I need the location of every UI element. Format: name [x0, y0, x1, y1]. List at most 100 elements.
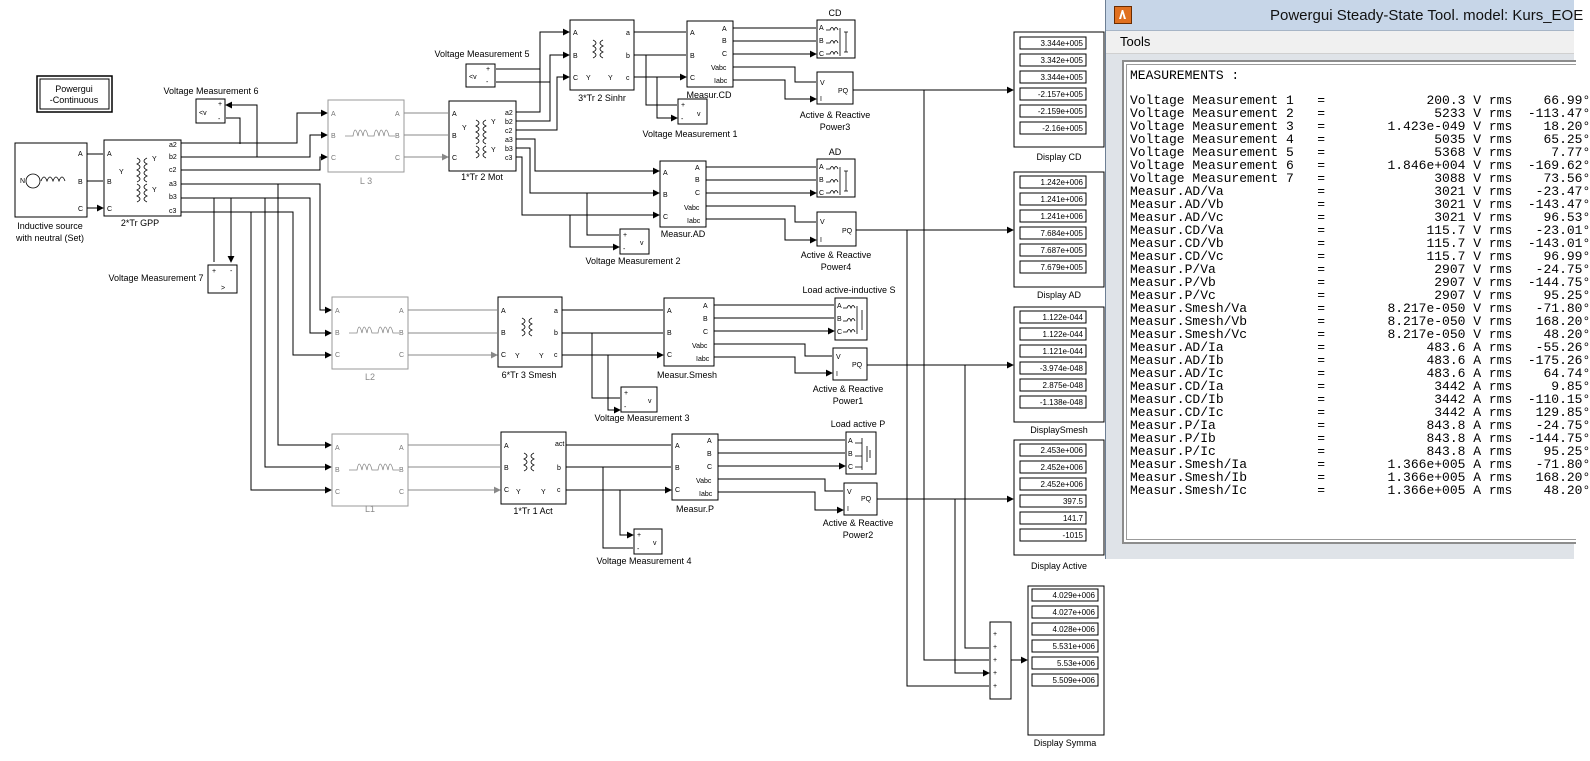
svg-text:B: B — [501, 330, 506, 337]
svg-text:Y: Y — [491, 147, 496, 154]
measurements-pane[interactable]: MEASUREMENTS : Voltage Measurement 1 = 2… — [1122, 60, 1590, 544]
voltage-measurement-7[interactable]: + - > — [207, 264, 238, 294]
simulink-diagram[interactable]: Powergui -Continuous N A B C Inductive s… — [0, 0, 1105, 761]
svg-text:+: + — [993, 657, 997, 664]
svg-text:B: B — [848, 451, 853, 458]
svg-text:C: C — [78, 206, 83, 213]
voltage-measurement-3[interactable]: +- v — [620, 386, 658, 413]
svg-text:B: B — [399, 330, 404, 337]
source-label-2: with neutral (Set) — [15, 233, 84, 243]
svg-text:+: + — [993, 670, 997, 677]
measurement-row: Measur.CD/Ic = 3442 A rms 129.85° — [1130, 405, 1590, 420]
menu-tools[interactable]: Tools — [1120, 34, 1151, 49]
tr-act-label: 1*Tr 1 Act — [513, 506, 553, 516]
svg-text:-: - — [624, 404, 627, 411]
measurement-row: Measur.CD/Vb = 115.7 V rms -143.01° — [1130, 236, 1590, 251]
display-cd[interactable]: 3.344e+005 3.342e+005 3.344e+005 -2.157e… — [1013, 31, 1105, 162]
powergui-block[interactable]: Powergui -Continuous — [36, 75, 113, 113]
svg-text:C: C — [695, 190, 700, 197]
pq-block-4[interactable]: VI PQ — [816, 211, 857, 247]
svg-text:A: A — [663, 170, 668, 177]
steady-state-tool-window[interactable]: Powergui Steady-State Tool. model: Kurs_… — [1105, 0, 1590, 559]
display-ad-value: 1.241e+006 — [1041, 212, 1084, 221]
pq-block-2[interactable]: VI PQ — [843, 482, 878, 516]
svg-text:a: a — [554, 308, 558, 315]
pq1-label-2: Power1 — [833, 396, 864, 406]
svg-text:Y: Y — [541, 489, 546, 496]
svg-text:-: - — [637, 546, 640, 553]
svg-text:-: - — [623, 246, 626, 253]
svg-text:v: v — [640, 240, 644, 247]
svg-text:V: V — [836, 354, 841, 361]
svg-text:B: B — [452, 133, 457, 140]
svg-text:PQ: PQ — [852, 362, 863, 369]
display-symma-value: 5.531e+006 — [1053, 642, 1096, 651]
display-active[interactable]: 2.453e+006 2.452e+006 2.452e+006 397.5 1… — [1013, 439, 1105, 571]
measurement-row: Measur.CD/Ia = 3442 A rms 9.85° — [1130, 379, 1590, 394]
line-l3-block[interactable]: ABC ABC L 3 — [327, 99, 405, 186]
voltage-measurement-1[interactable]: +- v — [677, 98, 708, 125]
load-s-block[interactable]: ABC — [834, 297, 868, 341]
vm3-label: Voltage Measurement 3 — [594, 413, 689, 423]
svg-text:A: A — [335, 445, 340, 452]
voltage-measurement-5[interactable]: <v +- — [465, 63, 496, 88]
svg-text:A: A — [707, 438, 712, 445]
measurement-row: Measur.AD/Ic = 483.6 A rms 64.74° — [1130, 366, 1590, 381]
line-l1-label: L1 — [365, 504, 375, 514]
sum-block[interactable]: +++++ — [989, 621, 1012, 700]
svg-text:C: C — [707, 464, 712, 471]
display-smesh[interactable]: 1.122e-044 1.122e-044 1.121e-044 -3.974e… — [1013, 306, 1105, 435]
svg-text:+: + — [993, 683, 997, 690]
display-cd-value: -2.157e+005 — [1038, 90, 1084, 99]
svg-text:C: C — [107, 206, 112, 213]
measurement-row: Measur.Smesh/Va = 8.217e-050 V rms -71.8… — [1130, 301, 1590, 316]
tool-title-bar[interactable]: Powergui Steady-State Tool. model: Kurs_… — [1106, 0, 1583, 31]
voltage-measurement-4[interactable]: +- v — [633, 528, 663, 555]
display-smesh-value: 1.122e-044 — [1043, 330, 1084, 339]
svg-text:B: B — [331, 133, 336, 140]
display-active-label: Display Active — [1031, 561, 1087, 571]
svg-text:A: A — [848, 438, 853, 445]
line-l2-block[interactable]: ABC ABC L2 — [331, 296, 409, 382]
svg-text:act: act — [555, 441, 564, 448]
display-symma[interactable]: 4.029e+006 4.027e+006 4.028e+006 5.531e+… — [1027, 585, 1105, 748]
voltage-measurement-2[interactable]: +- v — [619, 228, 650, 255]
load-cd-label: CD — [829, 8, 842, 18]
pq-block-1[interactable]: VI PQ — [832, 347, 868, 381]
load-p-block[interactable]: ABC — [845, 431, 877, 475]
inductive-source-block[interactable]: N A B C Inductive source with neutral (S… — [14, 142, 88, 243]
display-symma-label: Display Symma — [1034, 738, 1097, 748]
svg-text:+: + — [212, 268, 216, 275]
svg-text:a: a — [626, 30, 630, 37]
pq-block-3[interactable]: VI PQ — [816, 71, 854, 105]
svg-text:V: V — [820, 219, 825, 226]
tr-mot-label: 1*Tr 2 Mot — [461, 172, 503, 182]
voltage-measurement-6[interactable]: <v + - — [195, 98, 226, 124]
measurement-row: Measur.AD/Ia = 483.6 A rms -55.26° — [1130, 340, 1590, 355]
svg-text:C: C — [663, 214, 668, 221]
svg-text:a2: a2 — [169, 142, 177, 149]
display-ad-value: 1.242e+006 — [1041, 178, 1084, 187]
line-l1-block[interactable]: ABC ABC L1 — [331, 433, 409, 514]
display-smesh-value: -1.138e-048 — [1040, 398, 1084, 407]
svg-text:C: C — [722, 51, 727, 58]
svg-text:B: B — [107, 179, 112, 186]
svg-text:PQ: PQ — [838, 88, 849, 95]
svg-text:A: A — [675, 443, 680, 450]
load-cd-block[interactable]: ABC — [816, 19, 856, 59]
display-ad[interactable]: 1.242e+006 1.241e+006 1.241e+006 7.684e+… — [1013, 171, 1105, 300]
powergui-line1: Powergui — [55, 84, 93, 94]
measurement-row: Voltage Measurement 2 = 5233 V rms -113.… — [1130, 106, 1590, 121]
svg-text:A: A — [399, 445, 404, 452]
load-ad-block[interactable]: ABC — [816, 158, 856, 198]
display-cd-value: 3.344e+005 — [1041, 73, 1084, 82]
